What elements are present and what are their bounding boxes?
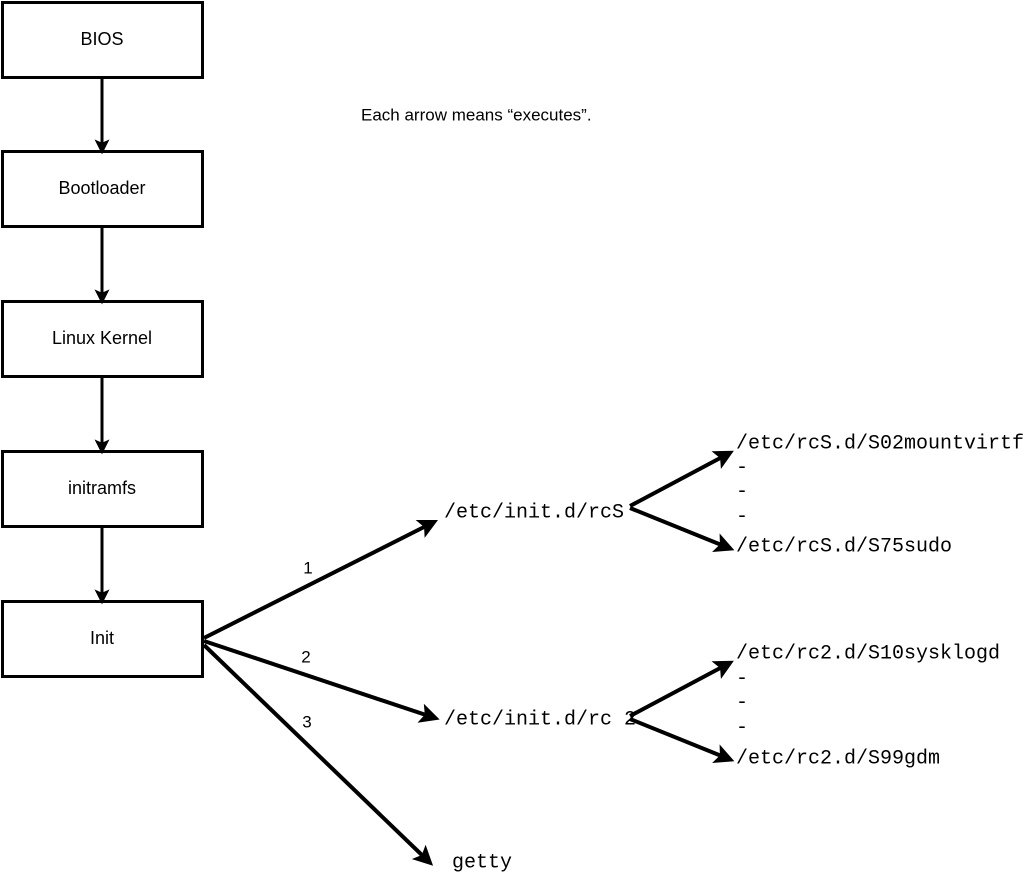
edge-rcs-to-last-script xyxy=(629,506,735,552)
edge-init-to-rcs xyxy=(203,519,438,640)
node-init-rect xyxy=(1,600,204,678)
rcs-ellipsis-dash-3: - xyxy=(736,505,748,528)
node-linux-kernel: Linux Kernel xyxy=(1,300,204,378)
node-bootloader-label: Bootloader xyxy=(58,178,145,198)
edge-label-3: 3 xyxy=(302,712,311,731)
edge-rc2-to-last-script xyxy=(629,717,735,763)
node-label-getty: getty xyxy=(452,851,512,874)
node-label-rc2: /etc/init.d/rc 2 xyxy=(444,708,636,731)
node-bios: BIOS xyxy=(1,1,204,79)
rc2-ellipsis-dash-2: - xyxy=(736,691,748,714)
node-label-rc2-last: /etc/rc2.d/S99gdm xyxy=(736,747,940,770)
node-bootloader: Bootloader xyxy=(1,150,204,228)
node-linux-kernel-label: Linux Kernel xyxy=(52,328,152,348)
node-bios-label: BIOS xyxy=(80,29,123,49)
node-init-label: Init xyxy=(90,628,114,648)
edge-rcs-to-first-script xyxy=(629,450,734,508)
node-bios-rect xyxy=(1,1,204,79)
edge-init-to-getty xyxy=(202,643,434,866)
node-label-rc2-first: /etc/rc2.d/S10sysklogd xyxy=(736,642,1000,665)
edge-label-2: 2 xyxy=(301,647,310,666)
edge-label-1: 1 xyxy=(303,558,312,577)
node-label-rcs-first: /etc/rcS.d/S02mountvirtfs xyxy=(736,432,1024,455)
rcs-ellipsis-dash-1: - xyxy=(736,456,748,479)
edge-init-to-rc2 xyxy=(203,639,440,723)
node-label-rcs-last: /etc/rcS.d/S75sudo xyxy=(736,535,952,558)
rc2-ellipsis-dash-1: - xyxy=(736,667,748,690)
node-bootloader-rect xyxy=(1,150,204,228)
node-label-rcs: /etc/init.d/rcS xyxy=(444,501,624,524)
node-init: Init xyxy=(1,600,204,678)
edge-rc2-to-first-script xyxy=(629,660,734,718)
rcs-ellipsis-dash-2: - xyxy=(736,480,748,503)
node-initramfs: initramfs xyxy=(1,450,204,528)
node-initramfs-label: initramfs xyxy=(68,478,136,498)
node-initramfs-rect xyxy=(1,450,204,528)
caption-text: Each arrow means “executes”. xyxy=(361,105,592,124)
rc2-ellipsis-dash-3: - xyxy=(736,716,748,739)
